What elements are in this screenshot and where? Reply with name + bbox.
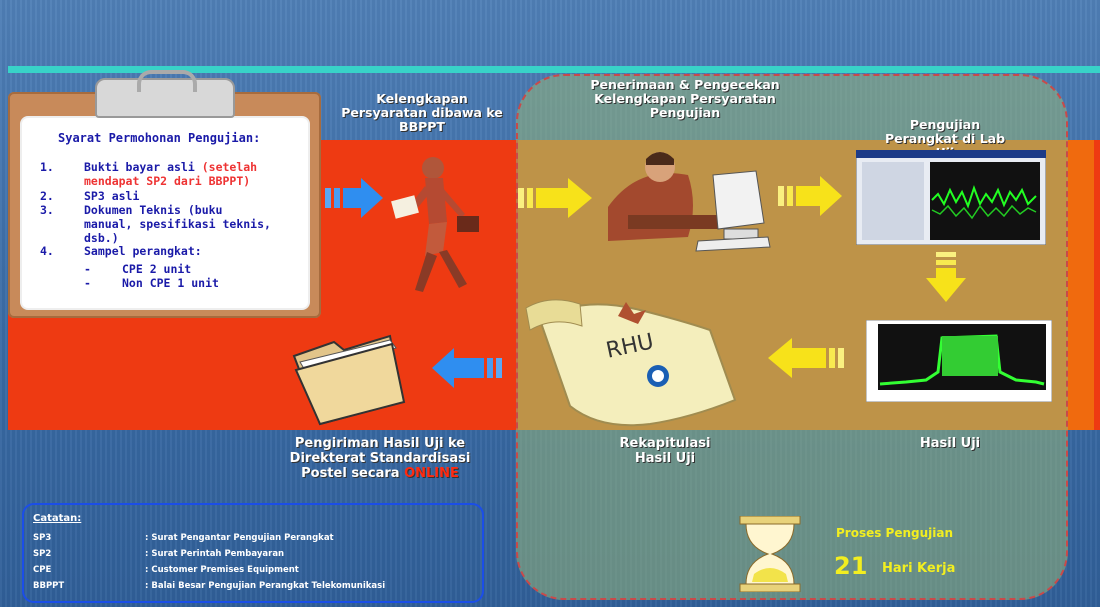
software-screenshot — [856, 150, 1046, 245]
label-penerimaan: Penerimaan & Pengecekan Kelengkapan Pers… — [560, 78, 810, 120]
label-line: Pengiriman Hasil Uji ke — [294, 436, 466, 451]
requirements-title: Syarat Permohonan Pengujian: — [58, 131, 261, 145]
rhu-scroll-icon — [525, 299, 737, 427]
days-text: Hari Kerja — [882, 561, 956, 576]
sub-item-dash: - — [84, 262, 91, 276]
hourglass-icon — [739, 516, 801, 592]
requirement-item: Bukti bayar asli (setelah mendapat SP2 d… — [84, 160, 257, 188]
item-text: Bukti bayar asli — [84, 160, 195, 174]
item-note: (setelah — [201, 160, 258, 174]
label-rekap: Rekapitulasi Hasil Uji — [600, 436, 730, 466]
note-abbr: SP2 — [33, 549, 52, 559]
note-abbr: BBPPT — [33, 581, 65, 591]
label-line: Hasil Uji — [634, 451, 696, 466]
notes-title: Catatan: — [33, 513, 82, 524]
man-at-computer-icon — [608, 152, 771, 252]
online-label: ONLINE — [404, 466, 459, 481]
sub-item-dash: - — [84, 276, 91, 290]
yellow-arrow-down-icon — [926, 252, 966, 302]
red-band-edge — [1094, 140, 1100, 430]
label-line: Rekapitulasi — [619, 436, 711, 451]
label-line: Direkterat Standardisasi — [289, 451, 471, 466]
label-line: Pengujian — [649, 105, 721, 120]
spectrum-plot — [866, 320, 1052, 402]
item-text: manual, spesifikasi teknis, — [84, 217, 271, 231]
label-line: Persyaratan dibawa ke — [341, 105, 503, 120]
label-line: Perangkat di Lab — [884, 131, 1006, 146]
walking-woman-icon — [391, 157, 479, 292]
item-text: dsb.) — [84, 231, 119, 245]
requirement-item: Sampel perangkat: — [84, 244, 202, 258]
label-line: Pengujian — [909, 117, 981, 132]
item-text: Dokumen Teknis (buku — [84, 203, 223, 217]
label-line: BBPPT — [399, 119, 445, 134]
item-number: 1. — [40, 160, 54, 174]
requirement-item: Dokumen Teknis (buku manual, spesifikasi… — [84, 203, 271, 245]
clipboard-clip — [95, 70, 235, 118]
note-desc: : Surat Pengantar Pengujian Perangkat — [145, 533, 334, 543]
yellow-arrow-left-icon — [768, 338, 844, 378]
label-line: Kelengkapan Persyaratan — [594, 91, 776, 106]
label-hasil: Hasil Uji — [919, 436, 981, 451]
title-underline — [8, 66, 1100, 73]
note-desc: : Balai Besar Pengujian Perangkat Teleko… — [145, 581, 386, 591]
label-line: Postel secara — [301, 466, 400, 481]
clipboard-paper — [22, 118, 308, 308]
blue-arrow-right-icon — [325, 178, 383, 218]
item-number: 3. — [40, 203, 54, 217]
item-number: 4. — [40, 244, 54, 258]
note-desc: : Customer Premises Equipment — [145, 565, 299, 575]
yellow-arrow-right-icon — [518, 178, 592, 218]
note-desc: : Surat Perintah Pembayaran — [145, 549, 285, 559]
sub-item: CPE 2 unit — [122, 262, 192, 276]
item-note: mendapat SP2 dari BBPPT) — [84, 174, 251, 188]
label-line: Kelengkapan — [376, 91, 468, 106]
requirement-item: SP3 asli — [84, 189, 140, 203]
yellow-arrow-right-icon — [778, 176, 842, 216]
folder-icon — [292, 334, 406, 426]
label-pengiriman: Pengiriman Hasil Uji ke Direkterat Stand… — [260, 436, 500, 481]
sub-item: Non CPE 1 unit — [122, 276, 219, 290]
note-abbr: SP3 — [33, 533, 52, 543]
notes-box — [22, 503, 484, 603]
note-abbr: CPE — [33, 565, 52, 575]
blue-arrow-left-icon — [432, 348, 502, 388]
item-number: 2. — [40, 189, 54, 203]
label-kelengkapan: Kelengkapan Persyaratan dibawa ke BBPPT — [322, 92, 522, 134]
days-number: 21 — [834, 552, 868, 580]
proses-label: Proses Pengujian — [836, 526, 954, 540]
label-line: Penerimaan & Pengecekan — [590, 77, 780, 92]
